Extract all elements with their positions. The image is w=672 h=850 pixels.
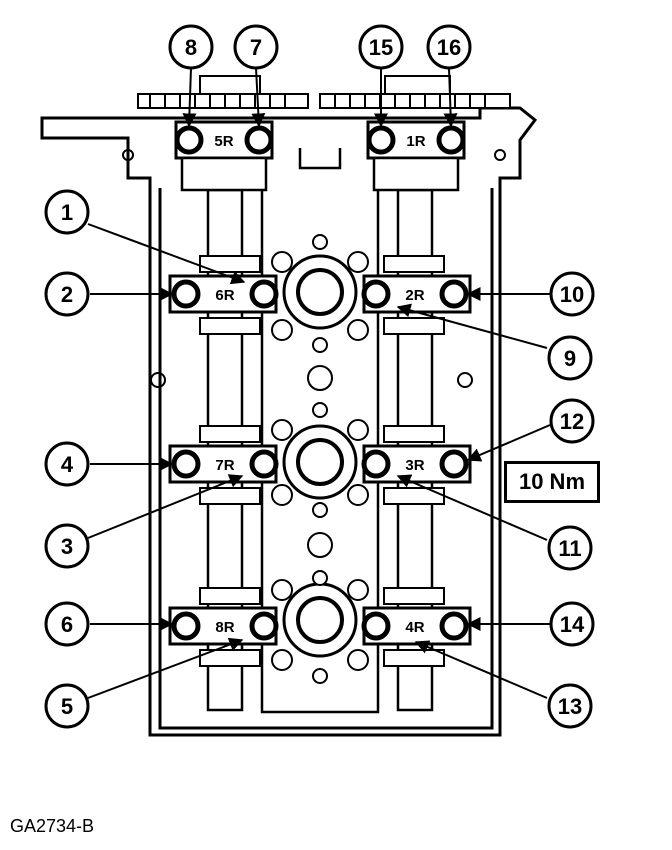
torque-spec-box: 10 Nm <box>504 461 600 503</box>
bearing-cap-6R <box>168 255 279 335</box>
leader-lines <box>87 67 551 699</box>
camshaft-sprocket-right <box>319 75 511 109</box>
bolt-hole-right-mid <box>457 372 473 388</box>
cap-label-7R: 7R <box>215 457 234 474</box>
centre-valley <box>260 148 380 714</box>
callout-circle-6 <box>44 601 90 647</box>
callout-circle-11 <box>547 525 593 571</box>
callout-1: 1 <box>61 200 73 225</box>
callout-circle-5 <box>44 683 90 729</box>
callout-circle-15 <box>358 24 404 70</box>
bearing-cap-8R <box>168 587 279 667</box>
callout-4: 4 <box>61 452 74 477</box>
bearing-cap-5R <box>174 120 274 192</box>
callout-circle-4 <box>44 441 90 487</box>
cap-label-1R: 1R <box>406 133 425 150</box>
callout-circle-1 <box>44 189 90 235</box>
callout-3: 3 <box>61 534 73 559</box>
callout-circle-10 <box>549 271 595 317</box>
callout-2: 2 <box>61 282 73 307</box>
camshaft-sprocket-left <box>137 75 309 109</box>
torque-spec-label: 10 Nm <box>518 469 586 494</box>
cap-label-4R: 4R <box>405 619 424 636</box>
callout-circle-12 <box>549 398 595 444</box>
callout-circle-2 <box>44 271 90 317</box>
callout-5: 5 <box>61 694 73 719</box>
callout-6: 6 <box>61 612 73 637</box>
bearing-cap-4R <box>361 587 472 667</box>
callout-circle-9 <box>547 335 593 381</box>
callout-circle-3 <box>44 523 90 569</box>
cap-label-5R: 5R <box>214 133 233 150</box>
callout-16: 16 <box>437 35 461 60</box>
bolt-hole-left-mid <box>150 372 166 388</box>
spark-plug-bore-3 <box>282 582 358 658</box>
figure-id: GA2734-B <box>10 816 95 836</box>
callout-circles <box>44 24 595 729</box>
callout-9: 9 <box>564 346 576 371</box>
callout-8: 8 <box>185 35 197 60</box>
callout-14: 14 <box>560 612 585 637</box>
callout-10: 10 <box>560 282 584 307</box>
cap-label-2R: 2R <box>405 287 424 304</box>
callout-11: 11 <box>558 536 581 561</box>
callout-circle-16 <box>426 24 472 70</box>
callout-13: 13 <box>558 694 582 719</box>
callout-circle-14 <box>549 601 595 647</box>
bearing-cap-7R <box>168 425 279 505</box>
bearing-cap-1R <box>366 120 466 192</box>
cap-label-3R: 3R <box>405 457 424 474</box>
bearing-cap-3R <box>361 425 472 505</box>
dowel-hole-right <box>494 149 506 161</box>
callout-15: 15 <box>369 35 393 60</box>
dowel-hole-left <box>122 149 134 161</box>
hydraulic-lash-adjusters <box>271 251 369 671</box>
spark-plug-bore-1 <box>282 254 358 330</box>
spark-plug-bore-2 <box>282 424 358 500</box>
callout-7: 7 <box>250 35 262 60</box>
callout-12: 12 <box>560 409 584 434</box>
callout-circle-7 <box>233 24 279 70</box>
callout-circle-13 <box>547 683 593 729</box>
cap-label-6R: 6R <box>215 287 234 304</box>
callout-circle-8 <box>168 24 214 70</box>
cap-label-8R: 8R <box>215 619 234 636</box>
centre-small-holes <box>307 234 333 684</box>
